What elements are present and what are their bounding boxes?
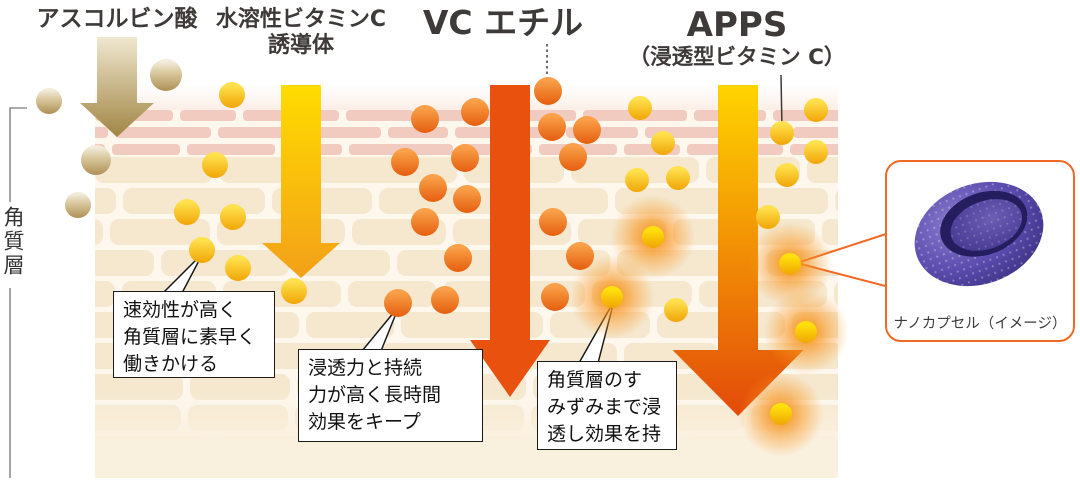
callout-line: 力が高く長時間 <box>308 384 442 407</box>
callout-fast-acting: 速効性が高く 角質層に素早く 働きかける <box>113 291 275 378</box>
nano-capsule-caption: ナノカプセル（イメージ） <box>893 316 1067 332</box>
callout-line: 角質層に素早く <box>123 326 257 349</box>
callout-line: 効果をキープ <box>308 411 421 434</box>
callout-line: 透し効果を持 <box>547 423 662 446</box>
callout-tail-2 <box>360 305 400 352</box>
apps-pointer-line <box>780 74 783 131</box>
skin-brick <box>346 110 414 121</box>
label-water-soluble-line1: 水溶性ビタミンC <box>215 7 387 32</box>
skin-brick <box>115 127 211 138</box>
callout-tail-3 <box>577 300 615 364</box>
skin-brick <box>187 144 275 155</box>
label-water-soluble-line2: 誘導体 <box>267 32 334 58</box>
label-water-soluble-vitamin-c: 水溶性ビタミンC 誘導体 <box>216 7 386 59</box>
vc-ethyl-arrow <box>470 85 550 397</box>
nano-capsule-tail <box>793 231 890 289</box>
skin-brick <box>95 188 116 214</box>
skin-brick <box>645 127 723 138</box>
skin-brick <box>95 219 103 245</box>
skin-brick <box>95 250 154 276</box>
skin-brick <box>566 127 638 138</box>
callout-tail-1 <box>161 252 204 294</box>
apps-arrow <box>672 85 804 416</box>
label-apps-main: APPS <box>686 5 788 45</box>
nano-capsule-image <box>914 181 1044 287</box>
label-stratum-corneum: 角質層 <box>1 206 25 278</box>
skin-brick <box>218 127 286 138</box>
label-vc-ethyl: VC エチル <box>422 3 584 42</box>
stratum-corneum-bracket <box>9 107 27 478</box>
label-apps-sub: （浸透型ビタミン C） <box>628 45 846 71</box>
label-ascorbic-acid: アスコルビン酸 <box>36 6 198 32</box>
skin-bottom-band <box>95 441 838 478</box>
callout-line: 角質層のす <box>547 369 643 391</box>
ascorbic-acid-arrow <box>80 37 154 137</box>
skin-brick <box>95 157 213 183</box>
skin-brick <box>95 281 115 307</box>
skin-brick <box>95 127 108 138</box>
skin-brick <box>835 188 838 214</box>
callout-line: 浸透力と持続 <box>308 357 423 379</box>
skin-brick <box>293 127 381 138</box>
callout-line: 働きかける <box>123 353 219 376</box>
water-soluble-arrow <box>262 85 340 278</box>
callout-line: 速効性が高く <box>123 299 238 321</box>
callout-long-lasting: 浸透力と持続 力が高く長時間 効果をキープ <box>298 349 483 442</box>
skin-brick <box>112 144 180 155</box>
callout-line: みずみまで浸 <box>547 396 662 419</box>
skin-brick <box>180 110 236 121</box>
callout-deep-penetration: 角質層のす みずみまで浸 透し効果を持 <box>537 361 677 450</box>
label-apps: APPS （浸透型ビタミン C） <box>629 5 846 70</box>
nano-capsule-callout: ナノカプセル（イメージ） <box>885 160 1075 342</box>
skin-brick <box>793 127 838 138</box>
